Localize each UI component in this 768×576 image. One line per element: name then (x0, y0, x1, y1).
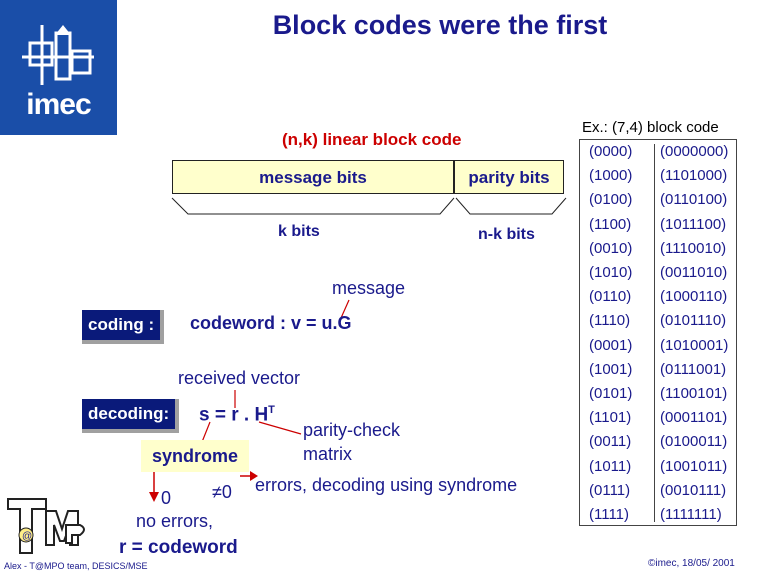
table-row: (0101) (1100101) (580, 385, 736, 409)
example-table: (0000) (0000000) (1000) (1101000) (0100) (011… (579, 139, 737, 526)
message-cell: (0100) (589, 191, 633, 209)
table-row: (1001) (0111001) (580, 361, 736, 385)
message-cell: (1001) (589, 360, 633, 378)
parity-check-line2: matrix (303, 444, 352, 464)
codeword-cell: (1000110) (660, 288, 728, 306)
message-pointer-line (340, 299, 350, 319)
table-row: (0011) (0100011) (580, 433, 736, 457)
message-cell: (0110) (589, 288, 632, 306)
code-label: (n,k) linear block code (282, 130, 462, 149)
codeword-cell: (0101110) (660, 312, 727, 330)
r-codeword-text: r = codeword (119, 537, 238, 558)
table-row: (1000) (1101000) (580, 167, 736, 191)
tmpo-logo-icon: @ (7, 498, 85, 554)
message-cell: (1011) (589, 457, 632, 475)
coding-badge: coding : (82, 310, 165, 344)
errors-text: errors, decoding using syndrome (255, 475, 518, 495)
message-annotation: message (332, 278, 406, 298)
codeword-cell: (1111111) (660, 506, 722, 523)
footer-copyright: ©imec, 18/05/ 2001 (648, 558, 735, 569)
message-cell: (0000) (589, 143, 633, 160)
message-cell: (1000) (589, 167, 633, 185)
parity-check-annotation: parity-check matrix (303, 418, 400, 466)
table-row: (1101) (0001101) (580, 409, 736, 433)
no-errors-text: no errors, (136, 511, 214, 531)
parity-bits-box: parity bits (454, 160, 564, 194)
arrow-down-icon (149, 492, 159, 502)
codeword-cell: (0001101) (660, 409, 728, 427)
message-bits-box: message bits (172, 160, 454, 194)
table-row: (1010) (0011010) (580, 264, 736, 288)
nk-bits-brace (455, 197, 567, 215)
table-row: (0111) (0010111) (580, 482, 736, 506)
svg-text:@: @ (22, 531, 32, 542)
table-divider (654, 144, 655, 522)
codeword-formula: codeword : v = u.G (190, 313, 352, 333)
message-cell: (1101) (589, 409, 632, 427)
table-row: (1110) (0101110) (580, 312, 736, 336)
codeword-cell: (0111001) (660, 360, 727, 378)
message-cell: (1110) (589, 312, 631, 330)
message-cell: (1010) (589, 264, 633, 281)
transpose-superscript: T (268, 404, 275, 416)
codeword-cell: (1001011) (660, 457, 728, 475)
slide-title: Block codes were the first (272, 10, 608, 40)
message-cell: (1111) (589, 506, 630, 523)
syndrome-pointer-line (201, 421, 211, 443)
table-row: (0100) (0110100) (580, 191, 736, 215)
logo-text: imec (26, 88, 91, 121)
codeword-cell: (1100101) (660, 385, 728, 402)
table-row: (1111) (1111111) (580, 506, 736, 530)
not-zero-label: ≠0 (212, 482, 232, 502)
zero-label: 0 (161, 488, 172, 508)
syndrome-formula: s = r . HT (199, 404, 275, 426)
message-cell: (0101) (589, 385, 633, 402)
k-bits-brace (171, 197, 455, 215)
k-bits-label: k bits (278, 223, 320, 240)
codeword-cell: (1010001) (660, 336, 729, 354)
arrow-right-icon (250, 471, 258, 481)
codeword-cell: (1101000) (660, 167, 728, 185)
nk-bits-label: n-k bits (478, 226, 535, 243)
syndrome-box: syndrome (141, 440, 249, 472)
example-title: Ex.: (7,4) block code (582, 119, 719, 136)
codeword-cell: (0011010) (660, 264, 728, 281)
bit-braces (171, 197, 567, 215)
table-row: (1011) (1001011) (580, 458, 736, 482)
parity-pointer-line (258, 421, 302, 435)
table-row: (0010) (1110010) (580, 240, 736, 264)
table-row: (0001) (1010001) (580, 337, 736, 361)
message-cell: (0010) (589, 239, 633, 257)
syndrome-formula-text: s = r . H (199, 404, 269, 426)
syndrome-arrows (149, 471, 258, 502)
table-row: (0110) (1000110) (580, 288, 736, 312)
received-vector-annotation: received vector (178, 368, 301, 388)
codeword-cell: (0000000) (660, 143, 729, 160)
decoding-badge: decoding: (82, 399, 180, 433)
imec-logo (0, 0, 117, 135)
message-cell: (0011) (589, 433, 632, 451)
codeword-cell: (0110100) (660, 191, 728, 209)
codeword-cell: (1110010) (660, 239, 727, 257)
message-cell: (1100) (589, 215, 632, 233)
footer-author: Alex - T@MPO team, DESICS/MSE (4, 561, 148, 571)
message-cell: (0111) (589, 481, 631, 499)
codeword-cell: (0010111) (660, 481, 727, 499)
parity-check-line1: parity-check (303, 420, 401, 440)
codeword-cell: (1011100) (660, 215, 727, 233)
circuit-logo-icon (22, 25, 94, 85)
received-pointer-line (234, 390, 236, 408)
table-row: (0000) (0000000) (580, 143, 736, 167)
codeword-cell: (0100011) (660, 433, 728, 451)
message-cell: (0001) (589, 336, 633, 354)
table-row: (1100) (1011100) (580, 216, 736, 240)
